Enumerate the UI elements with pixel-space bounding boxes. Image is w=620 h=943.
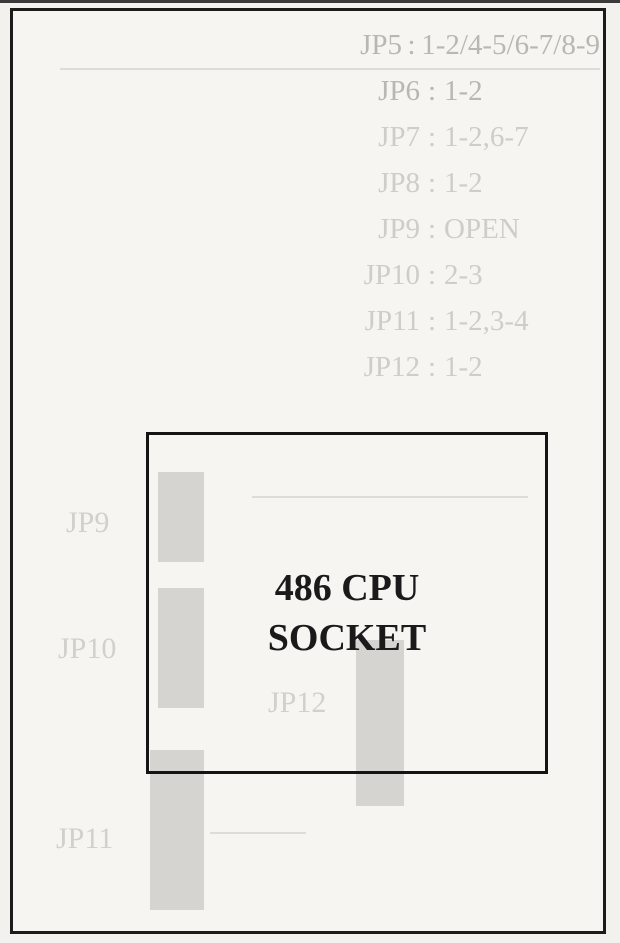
cpu-socket-box: 486 CPU SOCKET	[146, 432, 548, 774]
ghost-label-jp12: JP12	[268, 686, 327, 719]
jumper-row: JP6:1-2	[330, 68, 600, 114]
jumper-row: JP7:1-2,6-7	[330, 114, 600, 160]
jumper-setting: 1-2	[444, 75, 483, 107]
ghost-label-jp10: JP10	[58, 632, 117, 665]
cpu-socket-label: 486 CPU SOCKET	[149, 563, 545, 663]
jumper-id: JP9	[378, 213, 420, 245]
jumper-row: JP8:1-2	[330, 160, 600, 206]
board-outline	[10, 8, 606, 934]
ghost-jumper-block	[150, 750, 204, 910]
top-border-line	[0, 0, 620, 3]
faint-jumper-list: JP5:1-2/4-5/6-7/8-9 JP6:1-2 JP7:1-2,6-7 …	[330, 22, 600, 390]
jumper-row: JP10:2-3	[330, 252, 600, 298]
jumper-id: JP8	[378, 167, 420, 199]
jumper-setting: OPEN	[444, 213, 520, 245]
jumper-id: JP5	[360, 29, 402, 61]
jumper-row: JP9:OPEN	[330, 206, 600, 252]
jumper-id: JP11	[364, 305, 420, 337]
jumper-id: JP7	[378, 121, 420, 153]
jumper-setting: 1-2,6-7	[444, 121, 529, 153]
jumper-setting: 1-2	[444, 351, 483, 383]
jumper-id: JP10	[363, 259, 420, 291]
jumper-row: JP5:1-2/4-5/6-7/8-9	[330, 22, 600, 68]
cpu-socket-line1: 486 CPU	[274, 567, 420, 609]
jumper-id: JP12	[363, 351, 420, 383]
cpu-socket-line2: SOCKET	[267, 617, 427, 659]
jumper-setting: 1-2/4-5/6-7/8-9	[421, 29, 600, 61]
ghost-trace-line	[210, 832, 306, 834]
jumper-row: JP11:1-2,3-4	[330, 298, 600, 344]
jumper-setting: 1-2	[444, 167, 483, 199]
jumper-setting: 2-3	[444, 259, 483, 291]
faint-header-rule	[60, 68, 600, 70]
jumper-id: JP6	[378, 75, 420, 107]
ghost-trace-line	[252, 496, 528, 498]
ghost-jumper-block	[158, 472, 204, 562]
jumper-setting: 1-2,3-4	[444, 305, 529, 337]
ghost-label-jp11: JP11	[56, 822, 114, 855]
ghost-label-jp9: JP9	[66, 506, 110, 539]
ghost-jumper-block	[158, 588, 204, 708]
ghost-jumper-block	[356, 640, 404, 806]
jumper-row: JP12:1-2	[330, 344, 600, 390]
